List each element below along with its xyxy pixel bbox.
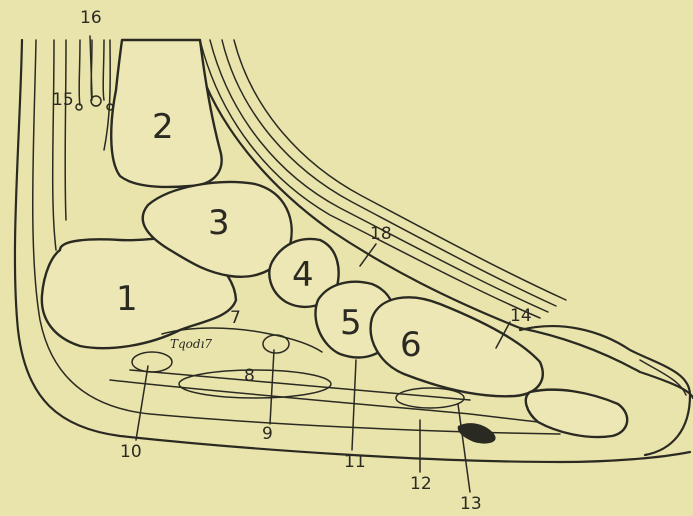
bone-label-4: 4 bbox=[292, 258, 314, 292]
bone-phalanx bbox=[526, 390, 627, 437]
leader-9 bbox=[270, 350, 274, 424]
ref-label-12: 12 bbox=[410, 476, 432, 493]
inner-word-label: Tqodı7 bbox=[170, 338, 212, 350]
ref-label-16: 16 bbox=[80, 10, 102, 27]
leader-13 bbox=[458, 404, 470, 492]
tendon-line-d bbox=[104, 40, 110, 150]
bone-label-6: 6 bbox=[400, 328, 422, 362]
bone-label-2: 2 bbox=[152, 110, 174, 144]
leader-18 bbox=[360, 244, 376, 266]
ref-label-13: 13 bbox=[460, 496, 482, 513]
leader-11 bbox=[352, 360, 356, 450]
vessel-10 bbox=[132, 352, 172, 372]
vessel-small-b bbox=[91, 96, 101, 106]
ref-label-9: 9 bbox=[262, 426, 273, 443]
achilles-line-b bbox=[65, 40, 66, 220]
ref-label-15: 15 bbox=[52, 92, 74, 109]
tendon-line-a bbox=[79, 40, 80, 105]
bone-label-1: 1 bbox=[116, 282, 138, 316]
vessel-small-a bbox=[76, 104, 82, 110]
ref-label-7: 7 bbox=[230, 310, 241, 327]
ref-label-14: 14 bbox=[510, 308, 532, 325]
tendon-line-c bbox=[103, 40, 104, 100]
ref-label-18: 18 bbox=[370, 226, 392, 243]
ref-label-11: 11 bbox=[344, 454, 366, 471]
achilles-line-a bbox=[53, 40, 56, 250]
bone-label-5: 5 bbox=[340, 306, 362, 340]
bone-label-3: 3 bbox=[208, 206, 230, 240]
ref-label-8: 8 bbox=[244, 368, 255, 385]
ref-label-10: 10 bbox=[120, 444, 142, 461]
leader-10 bbox=[136, 366, 148, 440]
